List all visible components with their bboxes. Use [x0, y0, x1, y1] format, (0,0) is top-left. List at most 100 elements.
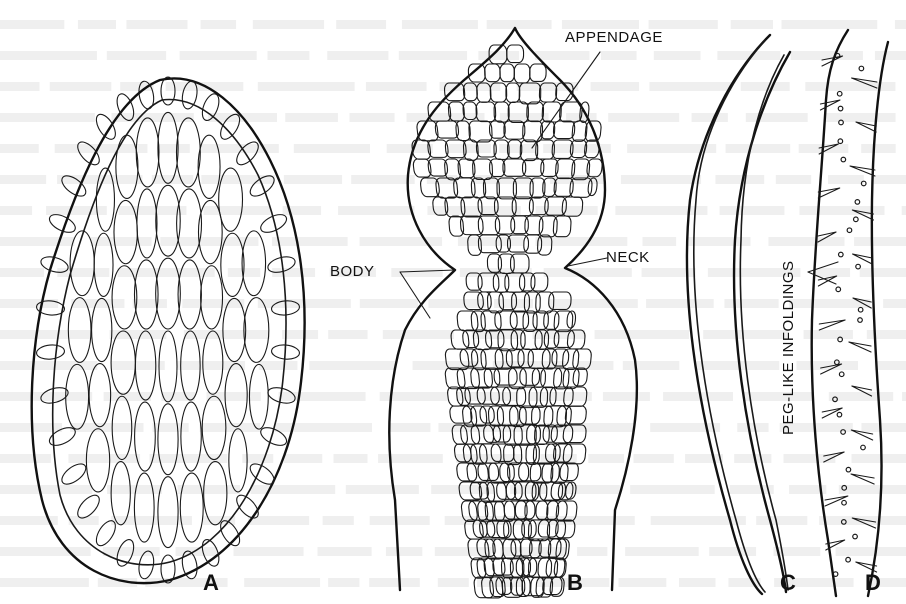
leaf-b-cell: [565, 406, 587, 424]
leaf-b-cell: [559, 463, 579, 481]
leaf-b-cell: [519, 463, 541, 481]
bleed-text-bar: [895, 20, 906, 29]
cell-dot: [839, 372, 844, 377]
bleed-text-bar: [203, 206, 270, 215]
leaf-b-cell: [510, 311, 528, 329]
neck-label: NECK: [606, 249, 650, 266]
leaf-b-cell: [471, 311, 486, 332]
bleed-text-bar: [902, 206, 906, 215]
bleed-text-bar: [860, 268, 906, 277]
bleed-text-bar: [649, 20, 718, 29]
leaf-b-cell: [529, 64, 546, 81]
bleed-text-bar: [819, 516, 906, 525]
leaf-a-margin-cell: [74, 138, 103, 168]
peg-infolding: [819, 320, 845, 330]
bleed-text-bar: [317, 547, 371, 556]
bleed-text-bar: [839, 485, 906, 494]
bleed-text-bar: [438, 578, 469, 587]
cell-dot: [846, 557, 851, 562]
leaf-b-cell: [531, 406, 553, 426]
leaf-a-cell: [158, 404, 178, 475]
bleed-text-bar: [588, 454, 624, 463]
peg-infolding: [850, 166, 875, 176]
bleed-text-bar: [182, 299, 244, 308]
bleed-text-bar: [0, 237, 74, 246]
bleed-text-bar: [861, 423, 906, 432]
bleed-text-bar: [0, 485, 92, 494]
bleed-text-bar: [756, 516, 807, 525]
bleed-text-bar: [720, 206, 785, 215]
cell-dot: [858, 318, 863, 323]
bleed-text-bar: [654, 51, 701, 60]
bleed-text-bar: [0, 330, 92, 339]
bleed-text-bar: [0, 51, 97, 60]
leaf-b-cell: [500, 463, 515, 482]
leaf-a-margin-cell: [36, 344, 65, 361]
bleed-text-bar: [119, 206, 187, 215]
bleed-text-bar: [0, 392, 92, 401]
bleed-text-bar: [828, 175, 864, 184]
bleed-text-bar: [577, 547, 607, 556]
cell-dot: [838, 106, 843, 111]
bleed-text-bar: [68, 454, 140, 463]
leaf-b-cell: [556, 406, 571, 426]
bleed-text-bar: [595, 330, 689, 339]
bleed-text-bar: [370, 516, 430, 525]
panel-b-letter: B: [567, 570, 583, 595]
leaf-d-peg-infoldings: [818, 56, 877, 572]
bleed-text-bar: [272, 237, 348, 246]
peg-infolding: [853, 254, 873, 264]
bleed-text-bar: [253, 20, 324, 29]
body-label: BODY: [330, 263, 375, 280]
leaf-b-cell: [520, 368, 540, 385]
bleed-text-bar: [427, 206, 520, 215]
bleed-text-bar: [535, 51, 590, 60]
bleed-text-bar: [399, 51, 467, 60]
bleed-text-bar: [692, 113, 728, 122]
leaf-b-cell: [457, 311, 479, 331]
cell-dot: [855, 200, 860, 205]
bleed-text-bar: [57, 268, 109, 277]
cell-dot: [836, 287, 841, 292]
bleed-text-bar: [233, 547, 303, 556]
bleed-text-bar: [428, 299, 485, 308]
cell-dot: [837, 412, 842, 417]
bleed-text-bar: [741, 82, 790, 91]
bleed-text-bar: [282, 330, 318, 339]
bleed-text-bar: [663, 392, 733, 401]
bleed-text-bar: [561, 485, 620, 494]
bleed-text-bar: [449, 144, 491, 153]
cell-dot: [846, 467, 851, 472]
cell-dot: [837, 91, 842, 96]
bleed-text-bar: [402, 20, 478, 29]
bleed-text-bar: [103, 547, 160, 556]
leaf-b-cell: [533, 311, 549, 329]
bleed-text-bar: [259, 361, 298, 370]
bleed-text-bar: [177, 485, 240, 494]
leaf-b-cell: [554, 558, 566, 577]
bleed-text-bar: [366, 82, 427, 91]
bleed-text-bar: [0, 268, 44, 277]
bleed-text-bar: [715, 175, 764, 184]
bleed-text-bar: [0, 82, 40, 91]
bleed-text-bar: [619, 578, 667, 587]
leaf-a-margin-cell: [58, 460, 89, 488]
bleed-text-bar: [327, 51, 388, 60]
bleed-text-bar: [601, 51, 637, 60]
leaf-c-outer-edge-inner: [694, 40, 765, 592]
bleed-text-bar: [696, 361, 779, 370]
leaf-b-cell: [504, 121, 525, 139]
leaf-b-cell: [494, 368, 517, 385]
leaf-a-cell: [158, 477, 178, 548]
leaf-b-cell: [457, 368, 481, 389]
bleed-text-bar: [386, 547, 422, 556]
peg-infolding: [818, 188, 839, 198]
leaf-b-cell: [523, 121, 543, 142]
cell-dot: [856, 264, 861, 269]
bleed-text-bar: [487, 20, 552, 29]
peg-infolding: [820, 100, 840, 110]
bleed-text-bar: [0, 454, 51, 463]
bleed-text-bar: [724, 299, 778, 308]
bleed-text-bar: [548, 299, 638, 308]
bleed-text-bar: [50, 82, 112, 91]
